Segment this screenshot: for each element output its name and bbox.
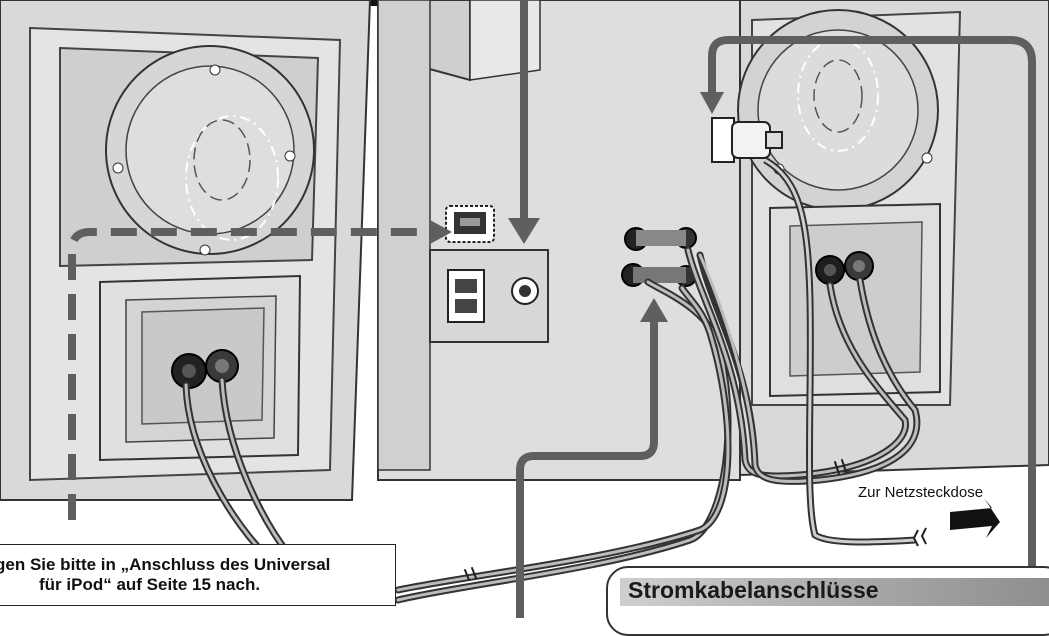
reference-callout: gen Sie bitte in „Anschluss des Universa… <box>0 544 396 606</box>
speaker-cables <box>182 246 921 604</box>
power-cable <box>763 156 1000 547</box>
main-unit <box>377 0 741 481</box>
connection-diagram <box>0 0 1049 618</box>
section-title-bar <box>620 578 1049 606</box>
power-plug-icon <box>711 117 783 163</box>
power-outlet-label: Zur Netzsteckdose <box>858 484 984 501</box>
section-title: Stromkabelanschlüsse <box>628 577 879 603</box>
left-speaker <box>0 0 372 501</box>
antenna-terminal-icon <box>447 269 485 323</box>
guide-arrows <box>68 0 1036 618</box>
arrow-heads <box>430 92 724 322</box>
callout-line-1: gen Sie bitte in „Anschluss des Universa… <box>0 555 331 574</box>
callout-line-2: für iPod“ auf Seite 15 nach. <box>39 575 261 594</box>
